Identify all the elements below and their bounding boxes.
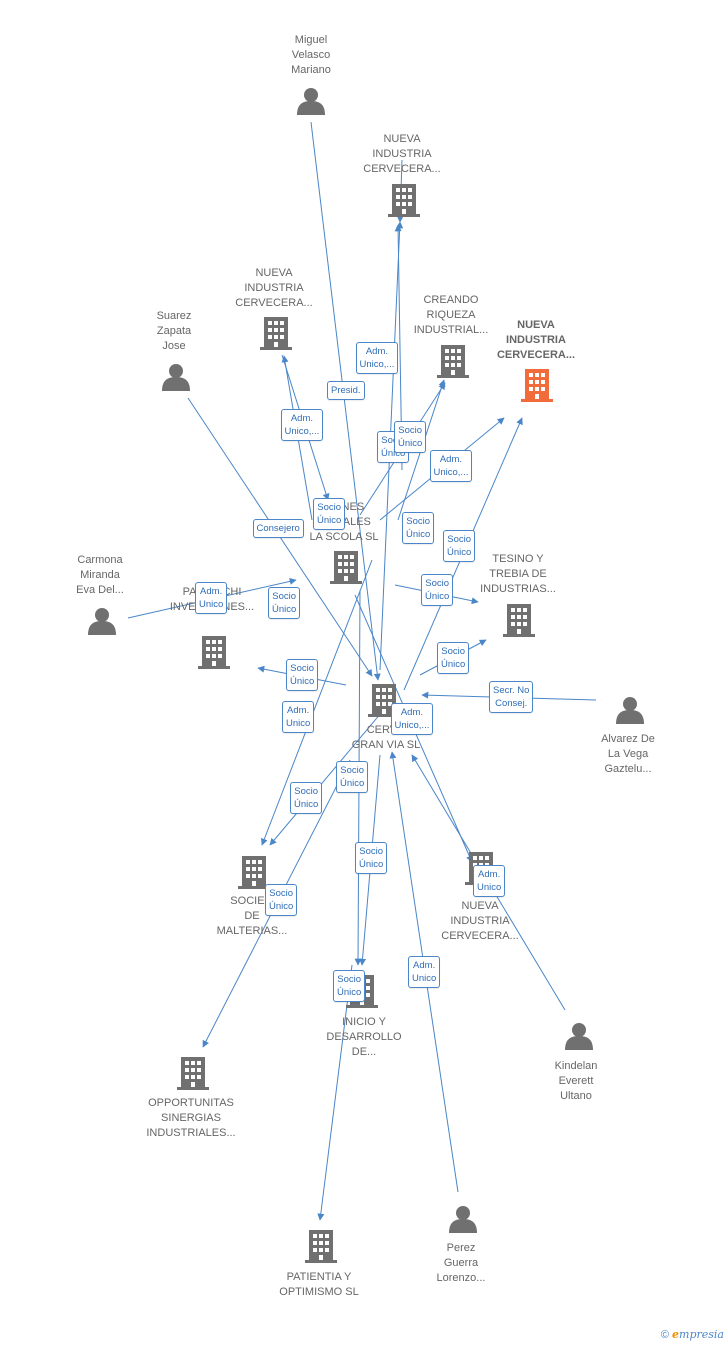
building-icon[interactable] [330,551,362,584]
edge-line [317,964,353,1221]
edge-line [261,559,373,846]
node-label-patientia[interactable]: PATIENTIA Y OPTIMISMO SL [279,1271,359,1298]
node-label-nic_main[interactable]: NUEVA INDUSTRIA CERVECERA... [496,319,576,361]
node-label-perez[interactable]: Perez Guerra Lorenzo... [436,1242,486,1284]
building-icon[interactable] [198,636,230,669]
person-icon[interactable] [616,697,644,724]
person-icon[interactable] [449,1206,477,1233]
edge-role-label[interactable]: Adm. Unico [408,956,441,988]
building-icon[interactable] [521,369,553,402]
person-icon[interactable] [162,364,190,391]
node-label-sociedad[interactable]: SOCIE... DE MALTERIAS... [216,895,288,937]
node-label-miguel[interactable]: Miguel Velasco Mariano [291,34,331,76]
edge-role-label[interactable]: Adm. Unico,... [280,409,324,441]
edge-role-label[interactable]: Socio Único [443,530,476,562]
building-icon[interactable] [177,1057,209,1090]
edge-role-label[interactable]: Socio Único [336,761,369,793]
node-label-kindelan[interactable]: Kindelan Everett Ultano [554,1060,598,1102]
person-icon[interactable] [297,88,325,115]
copyright-symbol: © [660,1329,669,1341]
edge-role-label[interactable]: Socio Único [313,498,346,530]
edge-role-label[interactable]: Socio Único [333,970,366,1002]
edge-line [310,121,381,681]
edge-role-label[interactable]: Adm. Unico,... [390,703,434,735]
edge-role-label[interactable]: Adm. Unico [282,701,315,733]
node-label-suarez[interactable]: Suarez Zapata Jose [156,310,192,352]
building-icon[interactable] [503,604,535,637]
node-label-nic_low[interactable]: NUEVA INDUSTRIA CERVECERA... [441,900,519,942]
edge-role-label[interactable]: Consejero [252,518,304,538]
node-label-nic_top[interactable]: NUEVA INDUSTRIA CERVECERA... [363,133,441,175]
edge-role-label[interactable]: Adm. Unico,... [429,450,473,482]
node-label-creando[interactable]: CREANDO RIQUEZA INDUSTRIAL... [413,294,489,336]
person-icon[interactable] [565,1023,593,1050]
node-label-nic_left[interactable]: NUEVA INDUSTRIA CERVECERA... [235,267,313,309]
edge-role-label[interactable]: Presid. [327,380,365,400]
edge-line [269,699,393,846]
edge-role-label[interactable]: Socio Único [286,659,319,691]
brand-logo-e: e [672,1328,680,1341]
edge-role-label[interactable]: Socio Único [421,574,454,606]
node-label-carmona[interactable]: Carmona Miranda Eva Del... [76,554,124,596]
node-label-alvarez[interactable]: Alvarez De La Vega Gaztelu... [601,733,655,775]
edge-role-label[interactable]: Socio Único [290,782,323,814]
edge-role-label[interactable]: Socio Único [437,642,470,674]
edge-role-label[interactable]: Socio Único [394,421,427,453]
edge-role-label[interactable]: Secr. No Consej. [489,681,534,713]
building-icon[interactable] [260,317,292,350]
brand-logo-text: mpresia [679,1328,724,1341]
edge-role-label[interactable]: Socio Único [268,587,301,619]
person-icon[interactable] [88,608,116,635]
edge-role-label[interactable]: Adm. Unico [195,582,228,614]
node-label-inicio[interactable]: INICIO Y DESARROLLO DE... [326,1016,402,1058]
edge-role-label[interactable]: Adm. Unico [473,865,506,897]
building-icon[interactable] [305,1230,337,1263]
empresia-watermark[interactable]: © empresia [661,1328,724,1341]
node-label-tesino[interactable]: TESINO Y TREBIA DE INDUSTRIAS... [480,553,556,595]
edge-role-label[interactable]: Socio Único [265,884,298,916]
node-label-opportunitas[interactable]: OPPORTUNITAS SINERGIAS INDUSTRIALES... [146,1097,236,1139]
edge-role-label[interactable]: Socio Único [355,842,388,874]
building-icon[interactable] [388,184,420,217]
building-icon[interactable] [437,345,469,378]
edge-role-label[interactable]: Socio Único [402,512,435,544]
edge-role-label[interactable]: Adm. Unico,... [355,342,399,374]
